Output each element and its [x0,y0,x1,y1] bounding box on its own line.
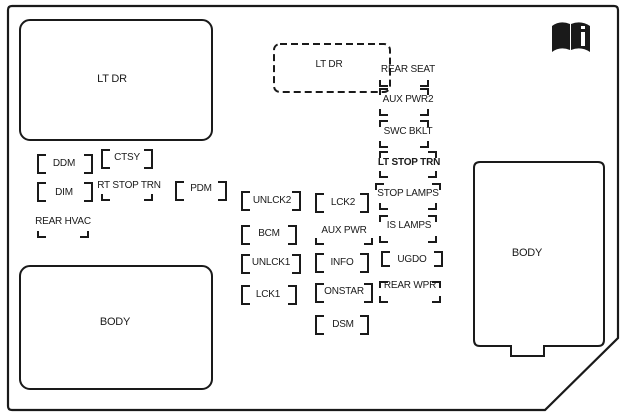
fuse-ugdo-label: UGDO [397,254,427,265]
fuse-ctsy: CTSY [101,149,153,169]
fuse-rear-seat: REAR SEAT [379,64,435,87]
fuse-lt-stop-trn-label: LT STOP TRN [378,157,440,168]
fuse-aux-pwr2-label: AUX PWR2 [383,94,434,105]
relay-lt-dr: LT DR [19,19,213,141]
fuse-swc-bklt: SWC BKLT [379,120,433,148]
fuse-rt-stop-trn-label: RT STOP TRN [97,180,161,191]
fuse-info: INFO [315,253,369,273]
fuse-rear-seat-label: REAR SEAT [381,64,435,75]
relay-body-right-label: BODY [512,247,543,259]
fuse-dsm-label: DSM [332,319,354,330]
fuse-onstar: ONSTAR [315,283,373,303]
fuse-lck2: LCK2 [315,193,369,213]
fuse-aux-pwr2: AUX PWR2 [379,88,434,116]
fuse-bcm: BCM [241,225,297,245]
fuse-ugdo: UGDO [381,251,443,267]
fuse-stop-lamps: STOP LAMPS [375,183,441,210]
fuse-aux-pwr: AUX PWR [315,225,373,245]
fuse-unlck2: UNLCK2 [241,191,301,211]
fuse-ddm: DDM [37,154,93,174]
relay-body-left-label: BODY [100,316,131,328]
fuse-ddm-label: DDM [53,158,75,169]
relay-body-left: BODY [19,265,213,390]
fuse-stop-lamps-label: STOP LAMPS [377,188,439,199]
fuse-onstar-label: ONSTAR [324,286,364,297]
fuse-dim-label: DIM [55,187,73,198]
relay-lt-dr-dashed-label: LT DR [316,59,343,70]
owner-manual-book-icon [552,22,590,52]
fuse-unlck1-label: UNLCK1 [252,257,291,268]
fuse-dsm: DSM [315,315,369,335]
fuse-ctsy-label: CTSY [114,152,140,163]
fuse-lt-stop-trn: LT STOP TRN [378,151,440,178]
fuse-rear-wpr-label: REAR WPR [384,280,436,291]
fuse-block-outline [6,4,620,412]
fuse-lck1: LCK1 [241,285,297,305]
fuse-is-lamps-label: IS LAMPS [387,220,432,231]
fuse-pdm: PDM [175,181,227,201]
fuse-rear-hvac: REAR HVAC [35,216,91,238]
fuse-rt-stop-trn: RT STOP TRN [97,180,161,201]
fuse-lck2-label: LCK2 [331,197,356,208]
relay-lt-dr-dashed: LT DR [273,43,391,93]
fuse-dim: DIM [37,182,93,202]
fuse-is-lamps: IS LAMPS [379,215,437,243]
fuse-info-label: INFO [330,257,354,268]
fuse-swc-bklt-label: SWC BKLT [384,126,433,137]
relay-lt-dr-label: LT DR [97,73,127,85]
fuse-rear-wpr: REAR WPR [379,280,441,303]
fuse-bcm-label: BCM [258,228,280,239]
fuse-pdm-label: PDM [190,183,212,194]
fuse-aux-pwr-label: AUX PWR [321,225,366,236]
fuse-unlck2-label: UNLCK2 [253,195,292,206]
relay-body-right: BODY [473,161,605,357]
fuse-unlck1: UNLCK1 [241,254,301,274]
fuse-rear-hvac-label: REAR HVAC [35,216,91,227]
fuse-lck1-label: LCK1 [256,289,281,300]
